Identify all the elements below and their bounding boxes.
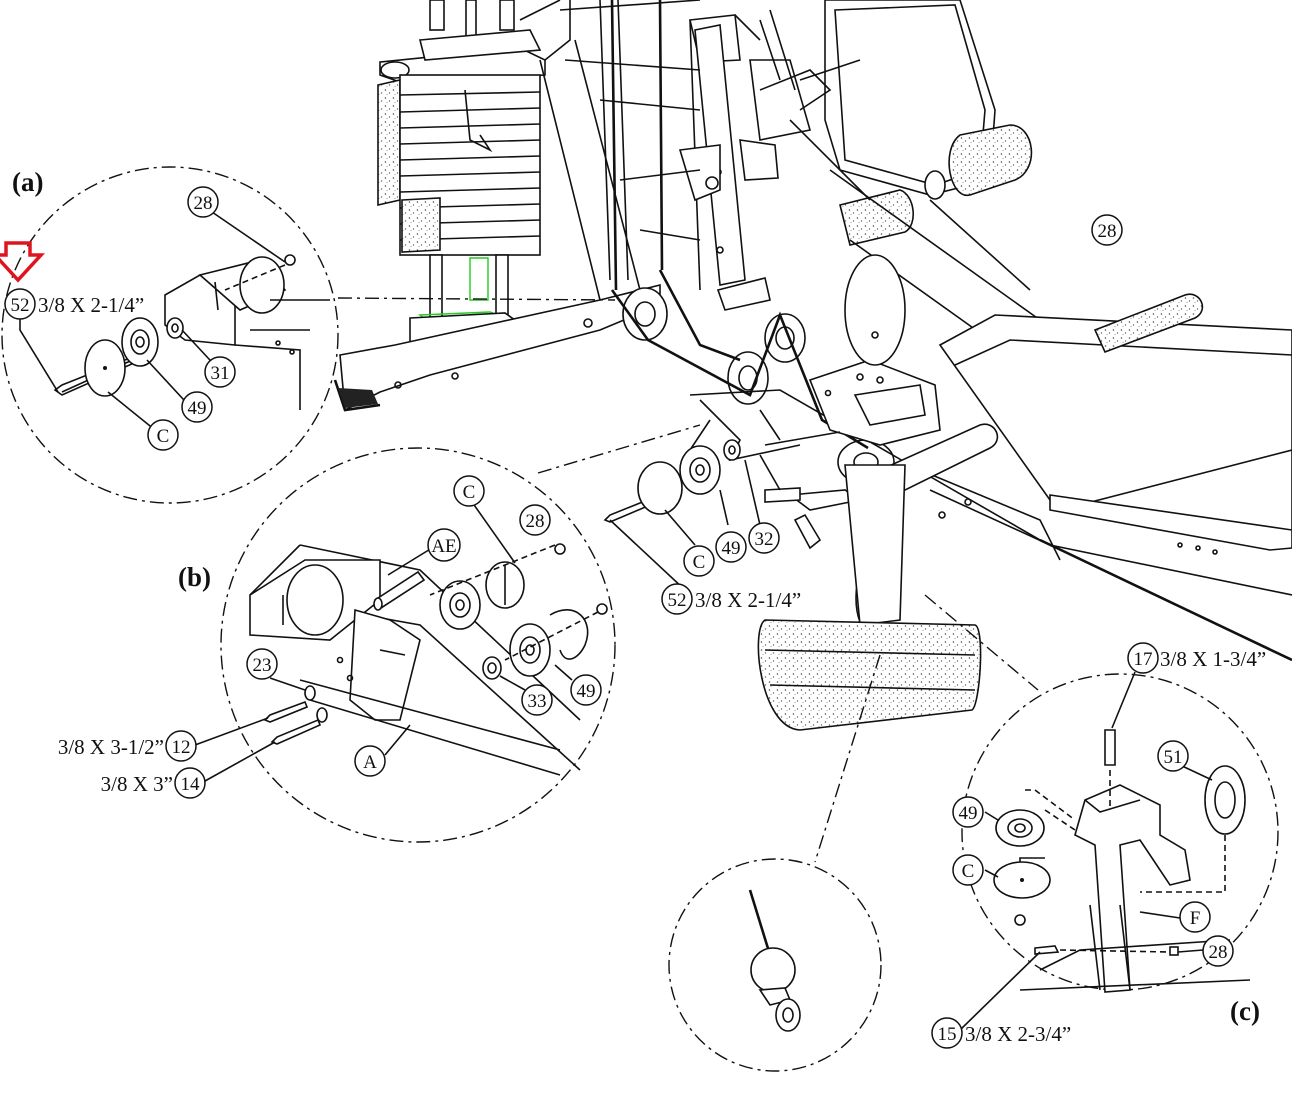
spec-17: 3/8 X 1-3/4”: [1160, 647, 1266, 671]
callout-49-a: 49: [188, 398, 207, 419]
detail-c: [924, 594, 1279, 1031]
section-a-label: (a): [12, 167, 43, 197]
callout-31: 31: [211, 363, 230, 384]
callout-labels: 28 52 31 49 C 28 C AE 28 23 12 14 A 33 4…: [11, 193, 1228, 1045]
callout-52-mid: 52: [668, 590, 687, 611]
spec-15: 3/8 X 2-3/4”: [965, 1022, 1071, 1046]
callout-28-b: 28: [526, 511, 545, 532]
callout-49-c: 49: [959, 803, 978, 824]
weight-machine-frame: [333, 0, 1292, 731]
spec-52-a: 3/8 X 2-1/4”: [38, 293, 144, 317]
section-labels: (a) (b) (c): [12, 167, 1260, 1026]
spec-52-mid: 3/8 X 2-1/4”: [695, 588, 801, 612]
highlight-arrow-icon: [0, 241, 45, 283]
callout-51: 51: [1164, 747, 1183, 768]
callout-12: 12: [172, 737, 191, 758]
bolt-spec-labels: 3/8 X 2-1/4” 3/8 X 2-1/4” 3/8 X 3-1/2” 3…: [38, 293, 1266, 1046]
leg-lever-arm: [678, 24, 779, 311]
roller-pad: [948, 124, 1033, 196]
callout-c-c: C: [962, 861, 975, 882]
callout-14: 14: [181, 774, 201, 795]
cable-handle-detail: [668, 654, 882, 1072]
callout-c-mid: C: [693, 552, 706, 573]
callout-ae: AE: [431, 536, 456, 557]
callout-28-a: 28: [194, 193, 213, 214]
callout-49-mid: 49: [722, 538, 741, 559]
detail-a: [1, 166, 616, 504]
spec-12: 3/8 X 3-1/2”: [58, 735, 164, 759]
callout-17: 17: [1134, 649, 1153, 670]
spec-14: 3/8 X 3”: [101, 772, 173, 796]
callout-49-b: 49: [577, 681, 596, 702]
callout-23: 23: [253, 655, 272, 676]
middle-exploded-parts: [603, 431, 841, 591]
callout-15: 15: [938, 1024, 957, 1045]
callout-32: 32: [755, 529, 774, 550]
callout-c-b: C: [463, 482, 476, 503]
bench-pad: [938, 314, 1292, 551]
callout-28-c: 28: [1209, 942, 1228, 963]
callout-a-part: A: [363, 752, 377, 773]
section-c-label: (c): [1230, 996, 1260, 1026]
foot-plate: [757, 464, 982, 731]
callout-52-a: 52: [11, 295, 30, 316]
callout-f: F: [1190, 908, 1201, 929]
callout-33: 33: [528, 691, 547, 712]
section-b-label: (b): [178, 562, 211, 592]
callout-circles: [4, 186, 1234, 1049]
callout-28-right: 28: [1098, 221, 1117, 242]
weight-stack: [377, 74, 541, 256]
callout-c-a: C: [157, 426, 170, 447]
detail-b: [194, 424, 701, 843]
